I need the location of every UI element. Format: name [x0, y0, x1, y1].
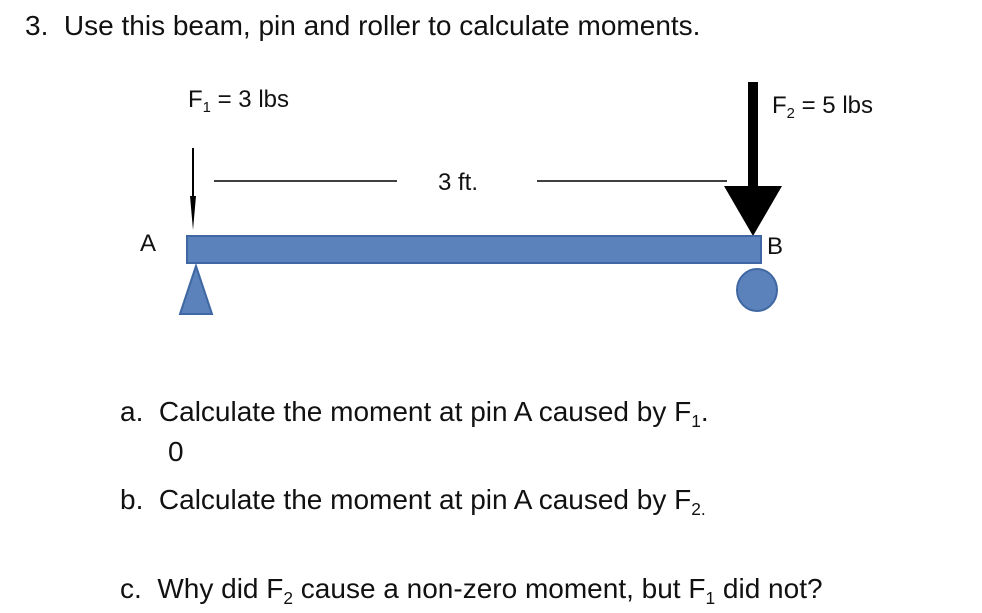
part-c-text-3: did not?: [715, 573, 823, 604]
question-number: 3.: [25, 10, 49, 41]
f1-label: F1 = 3 lbs: [188, 86, 289, 117]
part-c-letter: c.: [120, 573, 142, 604]
point-b-label: B: [767, 233, 784, 260]
part-a: a. Calculate the moment at pin A caused …: [120, 396, 709, 432]
question-text: Use this beam, pin and roller to calcula…: [63, 10, 701, 41]
f1-value: = 3 lbs: [210, 86, 289, 113]
f2-value: = 5 lbs: [794, 92, 873, 119]
part-c-text-1: Why did F: [157, 573, 284, 604]
part-c-subscript-1: 2: [283, 588, 294, 609]
part-c: c. Why did F2 cause a non-zero moment, b…: [120, 573, 823, 609]
f2-symbol: F: [772, 92, 787, 119]
beam: [186, 235, 762, 264]
f2-subscript: 2: [786, 106, 795, 123]
pin-support-icon: [178, 262, 214, 315]
part-c-text-2: cause a non-zero moment, but F: [293, 573, 706, 604]
f1-symbol: F: [188, 86, 203, 113]
part-a-answer: 0: [168, 436, 184, 467]
f2-arrow-head: [724, 186, 782, 236]
distance-label: 3 ft.: [438, 169, 479, 196]
question-heading: 3. Use this beam, pin and roller to calc…: [25, 10, 700, 42]
part-b-text: Calculate the moment at pin A caused by …: [158, 484, 692, 515]
part-a-letter: a.: [120, 396, 144, 427]
part-b-letter: b.: [120, 484, 144, 515]
part-b-subscript: 2.: [691, 499, 706, 520]
f1-subscript: 1: [202, 100, 211, 117]
f2-arrow-shaft: [748, 82, 758, 188]
f1-arrow-head: [190, 196, 196, 230]
part-a-tail: .: [700, 396, 709, 427]
point-a-label: A: [140, 230, 157, 257]
part-c-subscript-2: 1: [705, 588, 716, 609]
f2-label: F2 = 5 lbs: [772, 92, 873, 123]
part-b: b. Calculate the moment at pin A caused …: [120, 484, 706, 520]
roller-support-icon: [736, 268, 778, 312]
part-a-text: Calculate the moment at pin A caused by …: [158, 396, 692, 427]
part-a-subscript: 1: [691, 411, 701, 432]
